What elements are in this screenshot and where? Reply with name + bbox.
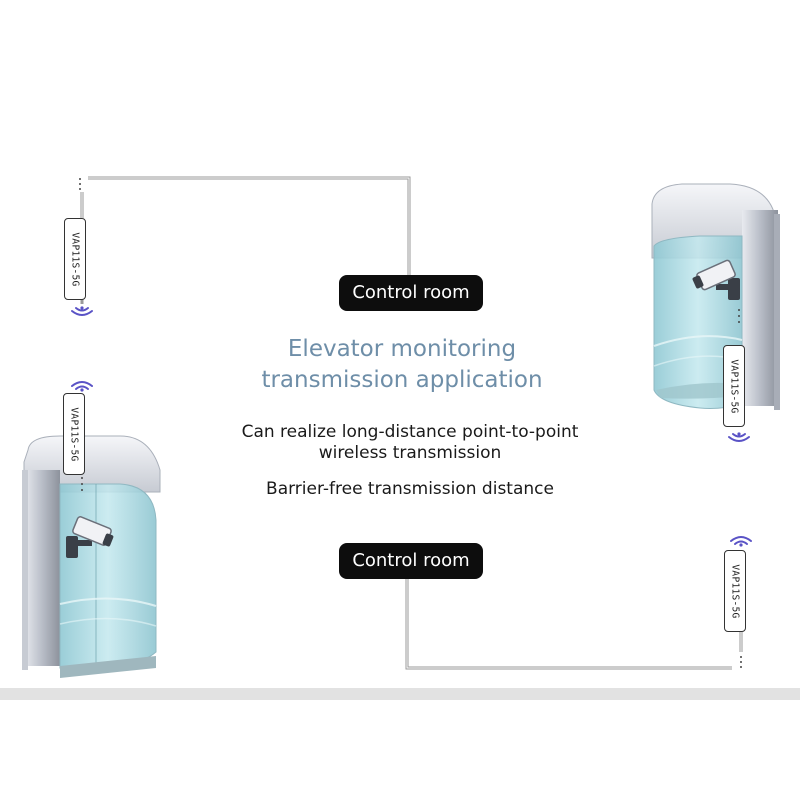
description-block: Can realize long-distance point-to-point… — [150, 422, 670, 464]
device-label-text: VAP11S-5G — [728, 358, 740, 414]
device-label-text: VAP11S-5G — [68, 406, 80, 462]
wireless-signal-icon — [71, 381, 93, 392]
diagram-title: Elevator monitoring transmission applica… — [200, 334, 604, 396]
elevator-icon — [651, 183, 780, 410]
description-line-2: wireless transmission — [318, 443, 502, 463]
cable-bottom — [405, 579, 743, 670]
floor-band — [0, 688, 800, 700]
cable-top — [80, 176, 411, 304]
device-label-text: VAP11S-5G — [69, 231, 81, 287]
cable-top-dots — [79, 178, 81, 190]
control-room-label-top: Control room — [339, 275, 483, 311]
device-label-bottom-right: VAP11S-5G — [724, 550, 746, 632]
camera-icon — [692, 259, 740, 300]
control-room-label-bottom: Control room — [339, 543, 483, 579]
device-label-top-left: VAP11S-5G — [64, 218, 86, 300]
title-line-1: Elevator monitoring — [287, 336, 517, 362]
wireless-signal-icon — [71, 306, 93, 316]
cable-bottom-dots — [740, 656, 742, 668]
device-label-left-elevator: VAP11S-5G — [63, 393, 85, 475]
camera-icon — [66, 516, 114, 558]
title-line-2: transmission application — [261, 367, 543, 393]
elevator-icon — [22, 435, 161, 678]
wireless-signal-icon — [730, 536, 752, 547]
description-line-3: Barrier-free transmission distance — [266, 479, 554, 499]
wireless-signal-icon — [728, 432, 750, 442]
description-line-1: Can realize long-distance point-to-point — [241, 422, 579, 442]
device-label-right-elevator: VAP11S-5G — [723, 345, 745, 427]
device-label-text: VAP11S-5G — [729, 563, 741, 619]
